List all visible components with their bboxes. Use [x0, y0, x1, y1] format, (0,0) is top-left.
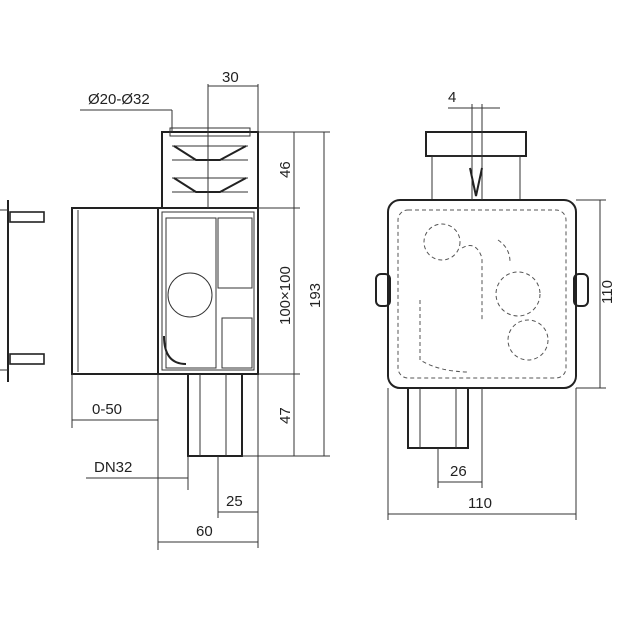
front-top-cap	[425, 131, 527, 157]
front-outlet-pipe	[407, 387, 469, 449]
cover-panel	[71, 207, 159, 375]
dim-width-right: 110	[468, 495, 492, 512]
side-section-view: 30 Ø20-Ø32 46 100×100 193 47 0-50 DN32 2…	[0, 69, 330, 550]
top-collar	[161, 84, 259, 209]
dim-outlet-right: 26	[450, 463, 467, 480]
dim-cap-height: 46	[277, 161, 294, 178]
dim-height-right: 110	[599, 280, 616, 304]
dim-wall-offset: 0-50	[92, 401, 122, 418]
front-internals	[419, 223, 549, 373]
dim-pipe-diameter: Ø20-Ø32	[88, 91, 150, 108]
dim-depth: 60	[196, 523, 213, 540]
dim-outlet-width: 25	[226, 493, 243, 510]
dim-outlet-pipe: DN32	[94, 459, 132, 476]
siphon-internals	[163, 217, 253, 369]
wall-bracket	[0, 200, 45, 382]
dim-box-size: 100×100	[277, 266, 294, 325]
dim-total-height: 193	[307, 283, 324, 308]
outlet-pipe	[187, 373, 243, 457]
front-view: 4 110 26 110	[375, 89, 616, 520]
housing	[157, 207, 259, 375]
dim-outlet-height: 47	[277, 407, 294, 424]
front-box	[387, 199, 577, 389]
dim-top-width: 30	[222, 69, 239, 86]
dim-offset-small: 4	[448, 89, 456, 106]
